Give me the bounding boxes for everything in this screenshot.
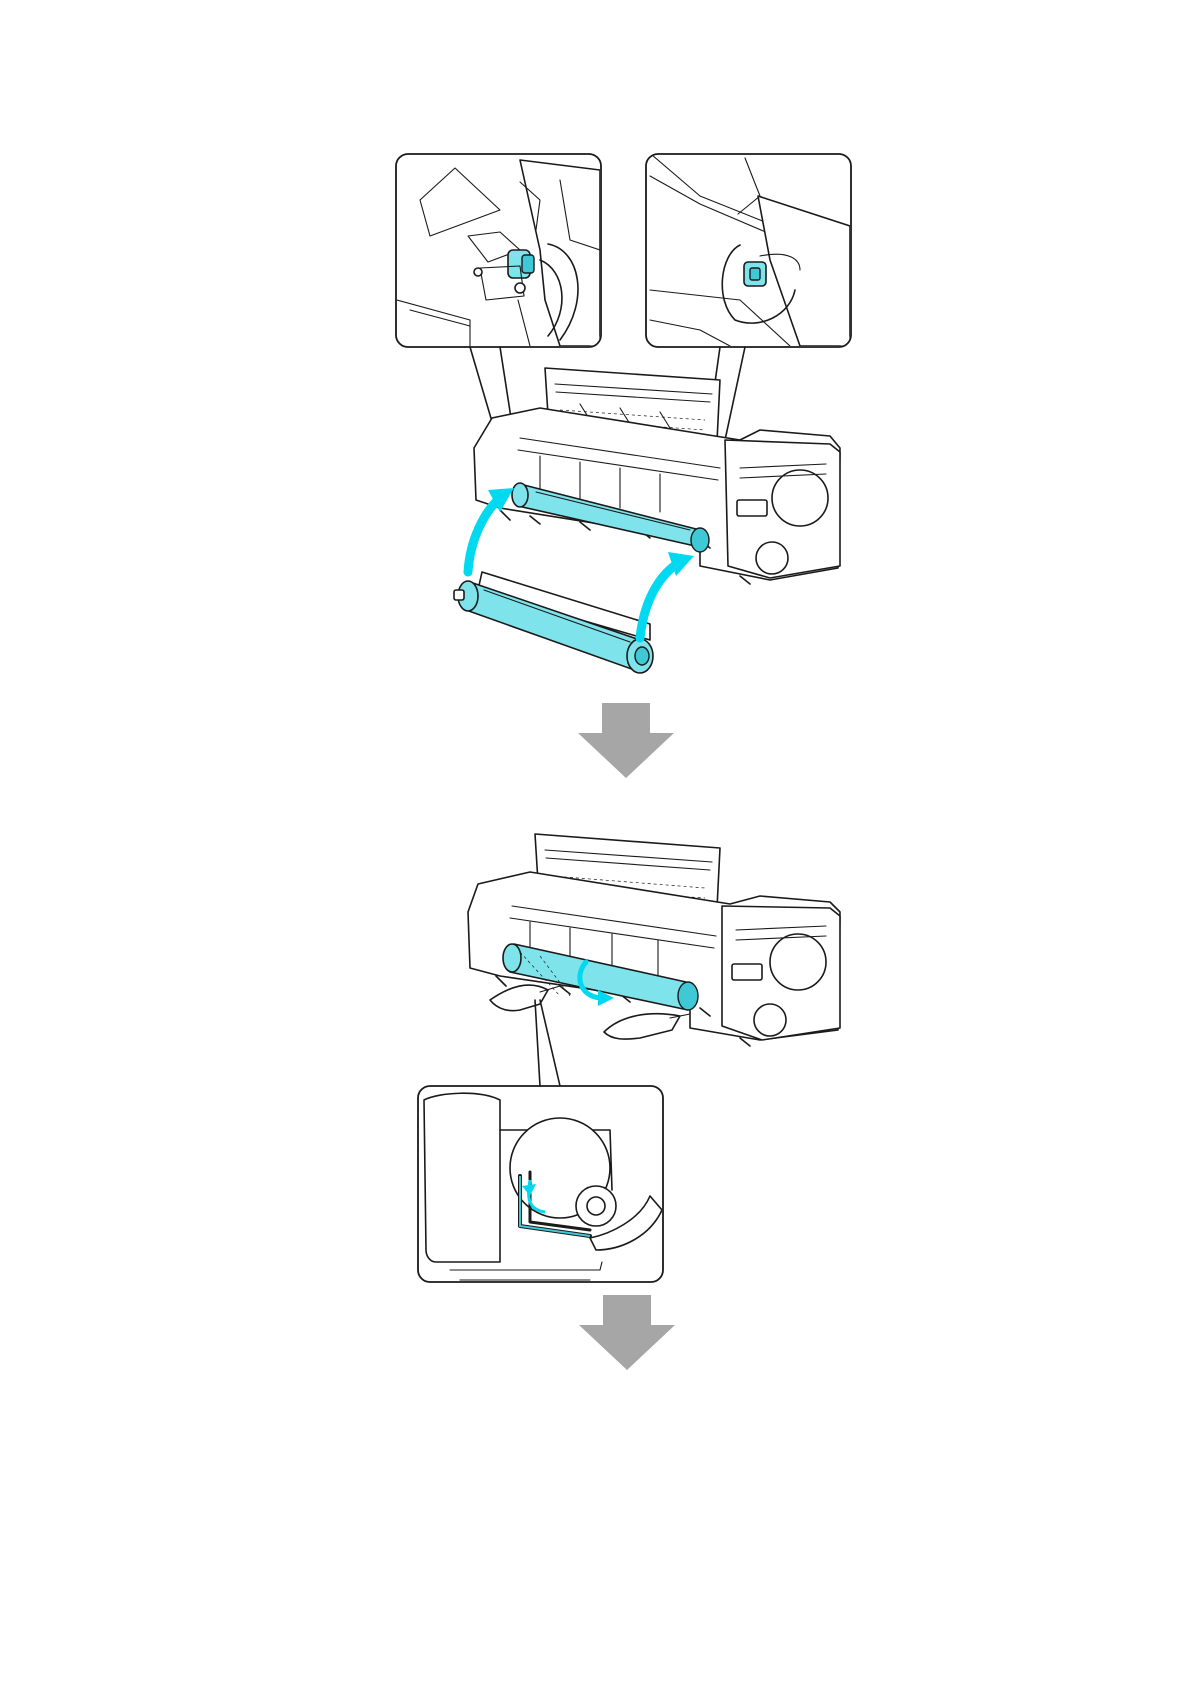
down-arrow-icon (578, 703, 674, 778)
down-arrow-icon (579, 1295, 675, 1370)
printer-illustration (474, 368, 840, 584)
roll-holder-illustration (454, 572, 653, 673)
callout-paper-path-detail (418, 1086, 663, 1282)
callout-left-holder-detail (396, 154, 601, 347)
step-2-panel (418, 834, 840, 1282)
printer-illustration (468, 834, 840, 1046)
leader-line-bottom-2 (540, 1000, 560, 1086)
hand-illustration (490, 985, 560, 1011)
leader-line-bottom (535, 1000, 540, 1086)
step-1-panel (396, 154, 851, 673)
callout-right-holder-detail (646, 154, 851, 347)
hand-illustration (604, 1014, 690, 1039)
